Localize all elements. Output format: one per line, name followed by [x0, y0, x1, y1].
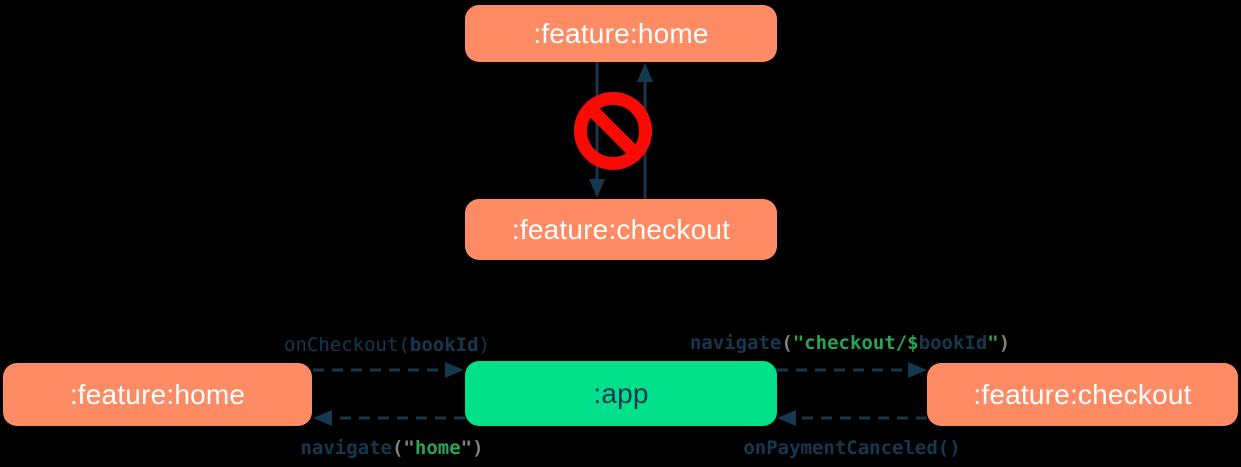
- module-node-feature-home-top: :feature:home: [465, 5, 777, 62]
- arrow-checkout-to-app: [777, 410, 927, 426]
- module-node-feature-checkout-top: :feature:checkout: [465, 199, 777, 260]
- arrow-home-to-checkout: [589, 62, 605, 198]
- call-label-on-checkout: onCheckout(bookId): [284, 334, 490, 356]
- module-node-app: :app: [465, 361, 777, 426]
- arrow-app-to-home: [313, 410, 465, 426]
- module-node-feature-checkout: :feature:checkout: [927, 363, 1238, 426]
- call-label-on-payment-canceled: onPaymentCanceled(): [743, 437, 961, 459]
- call-label-navigate-home: navigate("home"): [300, 437, 484, 459]
- call-label-navigate-checkout: navigate("checkout/$bookId"): [689, 332, 1011, 354]
- module-label: :feature:home: [533, 17, 709, 49]
- module-label: :feature:checkout: [973, 378, 1192, 410]
- module-label: :feature:home: [69, 378, 246, 410]
- arrow-app-to-checkout: [777, 362, 927, 378]
- arrow-checkout-to-home: [637, 63, 653, 199]
- no-entry-icon: [574, 92, 652, 170]
- arrow-home-to-app: [313, 362, 464, 378]
- module-label: :app: [593, 377, 649, 409]
- module-label: :feature:checkout: [511, 213, 731, 245]
- module-node-feature-home: :feature:home: [3, 363, 312, 426]
